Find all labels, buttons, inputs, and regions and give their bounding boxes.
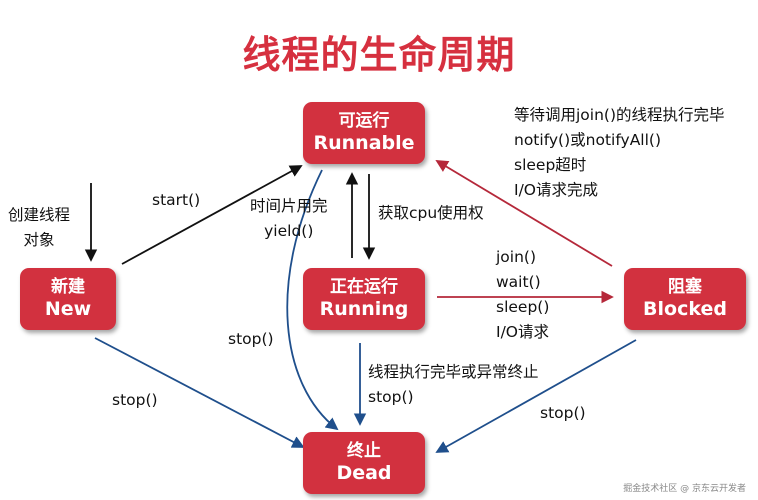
state-runnable-zh: 可运行	[338, 111, 390, 132]
label-running-end: 线程执行完毕或异常终止 stop()	[368, 360, 539, 410]
arrow-runnable-to-dead	[286, 169, 339, 431]
state-runnable-en: Runnable	[313, 131, 415, 154]
state-blocked-zh: 阻塞	[668, 277, 702, 298]
state-blocked: 阻塞 Blocked	[624, 268, 746, 330]
label-blocked-to-runnable-line: sleep超时	[514, 156, 587, 175]
label-running-to-blocked: join() wait() sleep() I/O请求	[496, 245, 549, 345]
state-running-en: Running	[319, 297, 409, 320]
label-running-end-line: stop()	[368, 388, 414, 407]
label-timeslice: 时间片用完 yield()	[250, 194, 328, 244]
arrow-new-to-dead	[94, 337, 305, 448]
arrow-new-to-runnable	[121, 165, 303, 265]
state-dead-zh: 终止	[347, 441, 381, 462]
label-blocked-to-runnable-line: 等待调用join()的线程执行完毕	[514, 106, 725, 124]
label-running-to-blocked-line: wait()	[496, 273, 541, 292]
label-blocked-to-runnable: 等待调用join()的线程执行完毕 notify()或notifyAll() s…	[514, 103, 725, 203]
label-blocked-to-runnable-line: notify()或notifyAll()	[514, 131, 662, 150]
label-create-thread-line: 对象	[23, 231, 55, 250]
arrow-blocked-to-dead	[435, 339, 637, 453]
label-create-thread: 创建线程 对象	[8, 203, 70, 253]
state-new-en: New	[44, 297, 92, 320]
state-runnable: 可运行 Runnable	[303, 102, 425, 164]
state-new: 新建 New	[20, 268, 116, 330]
label-new-stop: stop()	[112, 391, 158, 409]
label-get-cpu: 获取cpu使用权	[378, 204, 484, 222]
arrow-blocked-to-runnable	[435, 160, 613, 267]
label-timeslice-line: yield()	[264, 222, 314, 241]
label-create-thread-line: 创建线程	[8, 206, 71, 224]
state-dead-en: Dead	[336, 461, 392, 484]
label-running-to-blocked-line: sleep()	[496, 298, 550, 317]
state-dead: 终止 Dead	[303, 432, 425, 494]
label-blocked-to-runnable-line: I/O请求完成	[514, 181, 598, 200]
label-running-to-blocked-line: I/O请求	[496, 323, 549, 342]
label-runnable-stop: stop()	[228, 330, 274, 348]
label-blocked-stop: stop()	[540, 404, 586, 422]
state-blocked-en: Blocked	[643, 297, 727, 320]
state-running: 正在运行 Running	[303, 268, 425, 330]
label-running-end-line: 线程执行完毕或异常终止	[368, 363, 539, 381]
label-timeslice-line: 时间片用完	[250, 197, 328, 215]
label-start: start()	[152, 191, 201, 209]
state-running-zh: 正在运行	[330, 277, 398, 298]
watermark: 掘金技术社区 @ 京东云开发者	[623, 484, 746, 494]
label-running-to-blocked-line: join()	[496, 248, 537, 266]
page-title: 线程的生命周期	[242, 33, 516, 77]
state-new-zh: 新建	[51, 277, 85, 298]
